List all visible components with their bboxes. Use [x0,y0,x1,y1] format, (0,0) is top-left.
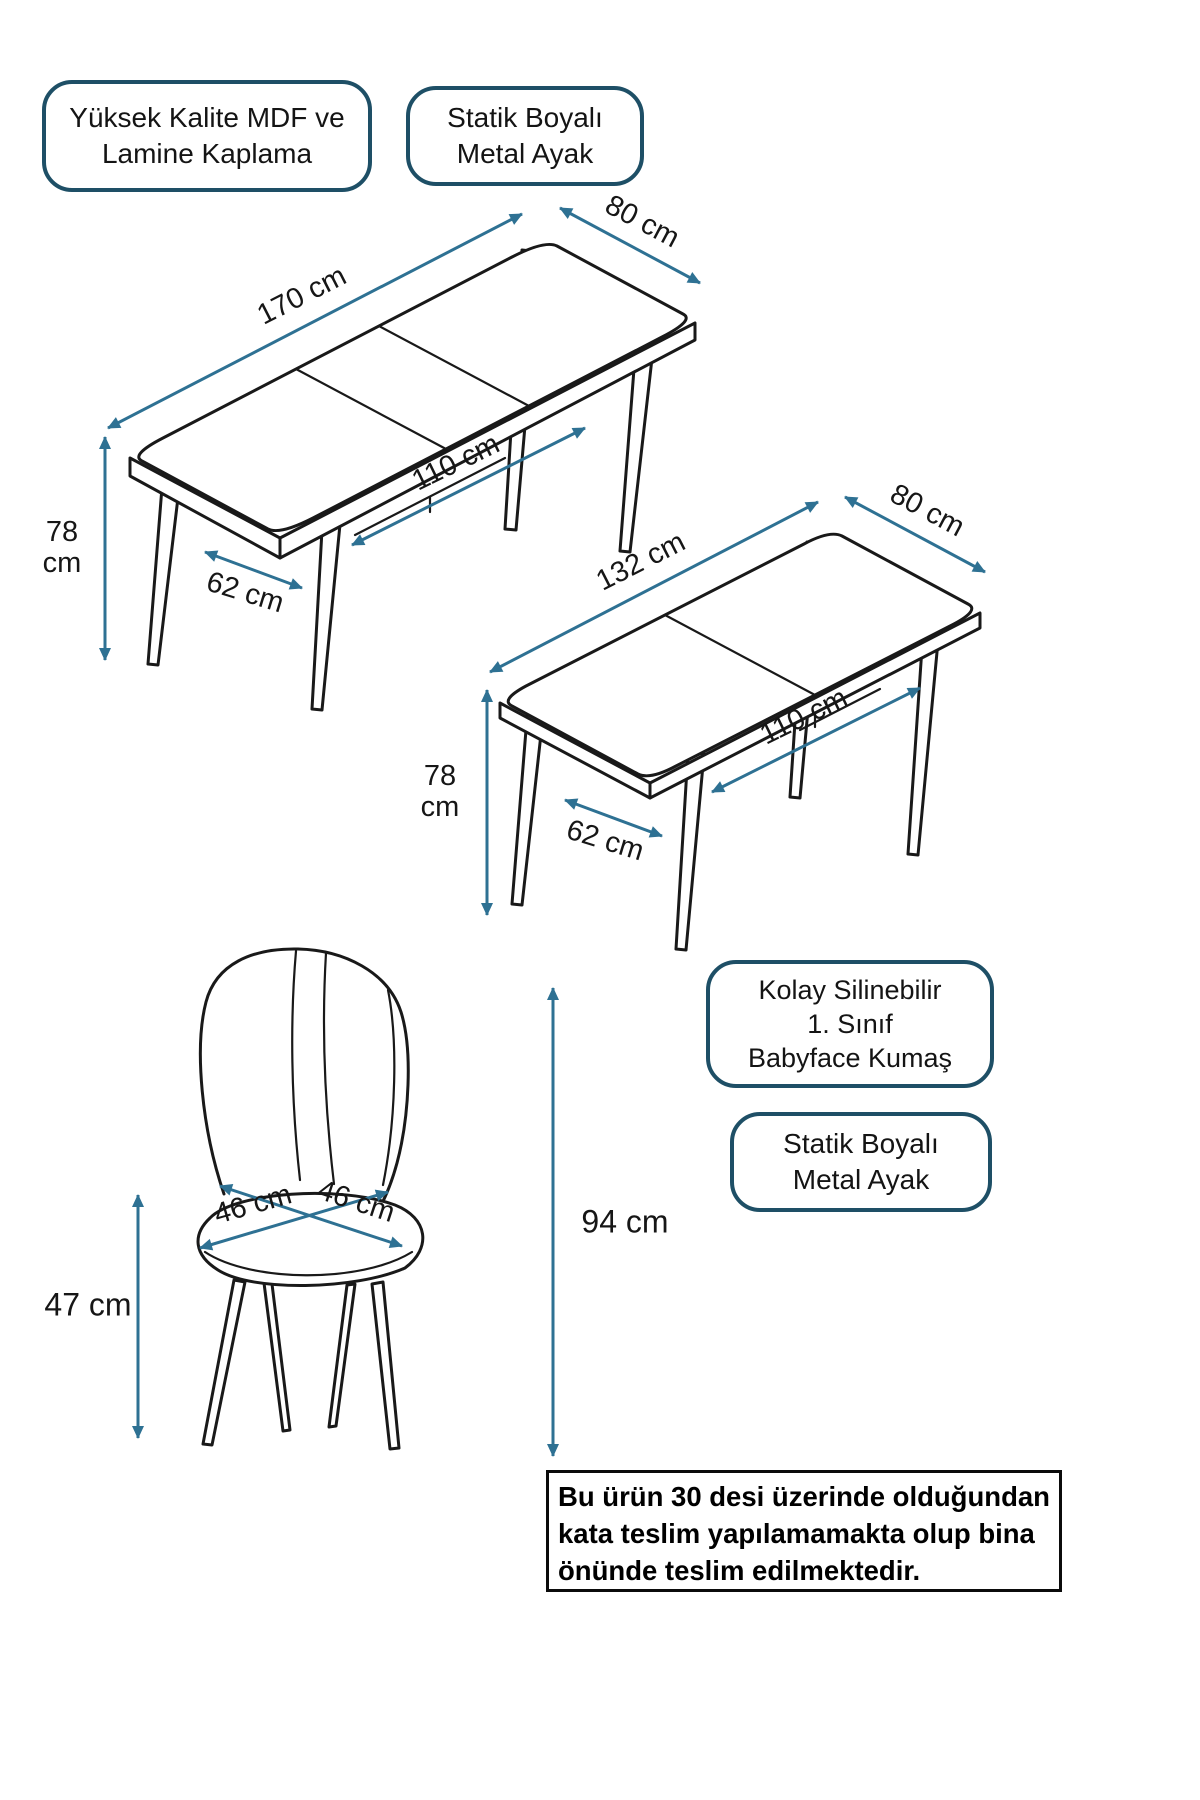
badge-metal-top-line1: Statik Boyalı [447,102,603,133]
delivery-note-line1: Bu ürün 30 desi üzerinde olduğundan [558,1481,1050,1512]
chair-total-height-label: 94 cm [581,1203,669,1240]
badge-metal-leg-top: Statik Boyalı Metal Ayak [406,86,644,186]
open-table-height-label: 78 cm [42,516,82,579]
badge-metal-bottom-line1: Statik Boyalı [783,1128,939,1159]
badge-metal-bottom-line2: Metal Ayak [792,1164,930,1195]
badge-quality-line1: Yüksek Kalite MDF ve [69,102,345,133]
badge-fabric-line3: Babyface Kumaş [747,1043,953,1073]
badge-metal-leg-bottom: Statik Boyalı Metal Ayak [730,1112,992,1212]
table-open-dimension-arrows [99,206,701,661]
delivery-note-line3: önünde teslim edilmektedir. [558,1555,921,1586]
delivery-note-line2: kata teslim yapılamamakta olup bina [558,1518,1035,1549]
badge-fabric-line1: Kolay Silinebilir [758,975,942,1005]
delivery-note-box: Bu ürün 30 desi üzerinde olduğundan kata… [546,1470,1062,1592]
badge-fabric: Kolay Silinebilir 1. Sınıf Babyface Kuma… [706,960,994,1088]
badge-quality-line2: Lamine Kaplama [101,138,313,169]
badge-metal-top-line2: Metal Ayak [456,138,594,169]
badge-quality-material: Yüksek Kalite MDF ve Lamine Kaplama [42,80,372,192]
closed-table-height-label: 78 cm [420,760,460,823]
table-closed-dimension-arrows [481,495,986,916]
badge-fabric-line2: 1. Sınıf [807,1009,893,1039]
table-closed-drawing [498,532,982,952]
chair-seat-height-label: 47 cm [44,1286,132,1323]
chair-dimension-arrows [132,987,559,1457]
